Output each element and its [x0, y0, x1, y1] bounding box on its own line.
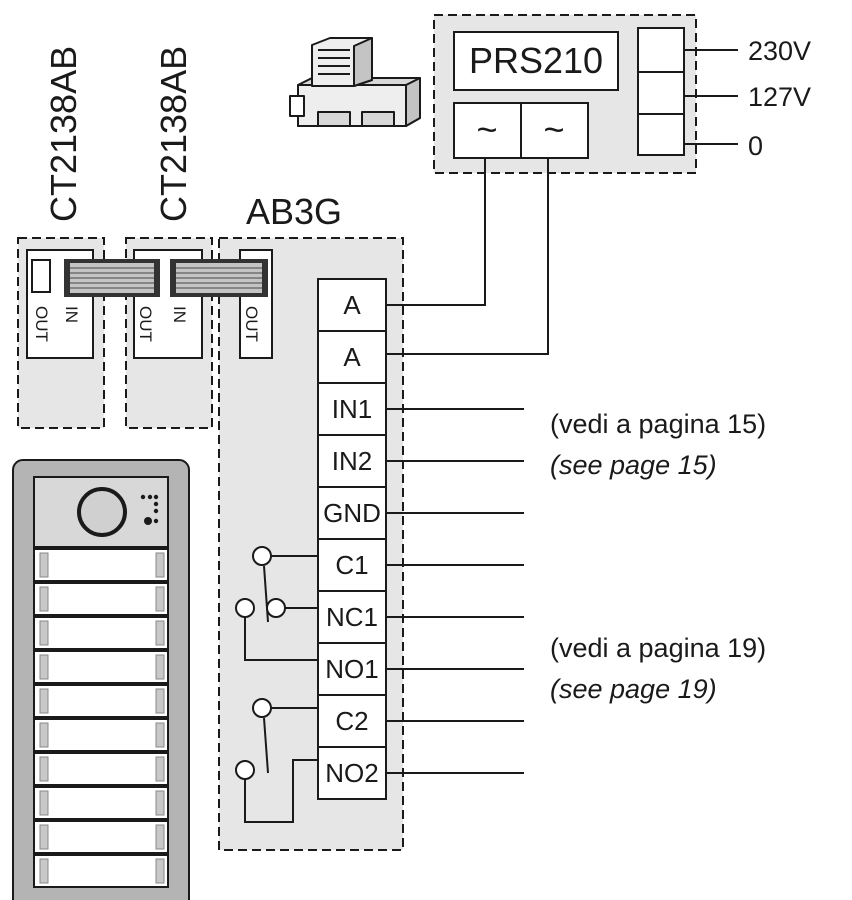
- call-button-list: [33, 548, 169, 888]
- wire-ac2-to-a: [386, 158, 549, 355]
- call-button[interactable]: [33, 650, 169, 684]
- call-button[interactable]: [33, 854, 169, 888]
- ct2138ab-label-2: CT2138AB: [153, 46, 194, 222]
- terminal-label: A: [343, 342, 361, 372]
- call-button[interactable]: [33, 616, 169, 650]
- ac-terminal-2: ~: [543, 109, 564, 150]
- terminal-label: C2: [335, 706, 368, 736]
- call-button[interactable]: [33, 752, 169, 786]
- ab3g-out-label: OUT: [242, 306, 261, 342]
- call-button[interactable]: [33, 684, 169, 718]
- call-button[interactable]: [33, 786, 169, 820]
- note-see-19: (see page 19): [550, 674, 717, 704]
- terminal-label: A: [343, 290, 361, 320]
- ct2138ab-module-2: CT2138AB OUT IN: [125, 46, 213, 429]
- terminal-label: NO2: [325, 758, 378, 788]
- note-vedi-19: (vedi a pagina 19): [550, 633, 766, 663]
- prs210-label: PRS210: [469, 40, 603, 81]
- prs210-label-box: [453, 31, 619, 91]
- call-button[interactable]: [33, 548, 169, 582]
- terminal-label: IN2: [332, 446, 372, 476]
- wire-ac1-to-a: [386, 158, 486, 306]
- mains-input-block: [637, 27, 685, 156]
- voltage-0-label: 0: [748, 131, 763, 161]
- terminal-label: IN1: [332, 394, 372, 424]
- terminal-label: GND: [323, 498, 381, 528]
- terminal-label: NO1: [325, 654, 378, 684]
- ab3g-label: AB3G: [246, 191, 342, 232]
- ct1-in-label: IN: [62, 306, 81, 323]
- ct2138ab-label-1: CT2138AB: [43, 46, 84, 222]
- ct2-in-label: IN: [170, 306, 189, 323]
- terminal-label: C1: [335, 550, 368, 580]
- ribbon-cable-2: [170, 259, 268, 297]
- call-button[interactable]: [33, 820, 169, 854]
- relay-1-contacts: [235, 546, 318, 661]
- din-rail-module-icon: [289, 37, 421, 127]
- note-vedi-15: (vedi a pagina 15): [550, 409, 766, 439]
- relay-2-contacts: [235, 698, 318, 823]
- camera-lens-icon: [77, 487, 127, 537]
- note-see-15: (see page 15): [550, 450, 717, 480]
- call-button[interactable]: [33, 582, 169, 616]
- ct1-out-label: OUT: [32, 306, 51, 342]
- ct2138ab-module-1: CT2138AB OUT IN: [17, 46, 105, 429]
- ac-terminal-1: ~: [476, 109, 497, 150]
- ribbon-cable-1: [64, 259, 160, 297]
- voltage-127-label: 127V: [748, 82, 811, 112]
- call-button[interactable]: [33, 718, 169, 752]
- terminal-label: NC1: [326, 602, 378, 632]
- ct2-out-label: OUT: [136, 306, 155, 342]
- prs210-module: PRS210 ~ ~ 230V 127V 0: [433, 14, 811, 174]
- voltage-230-label: 230V: [748, 36, 811, 66]
- speaker-icon: [140, 494, 159, 525]
- entrance-panel: [12, 459, 190, 900]
